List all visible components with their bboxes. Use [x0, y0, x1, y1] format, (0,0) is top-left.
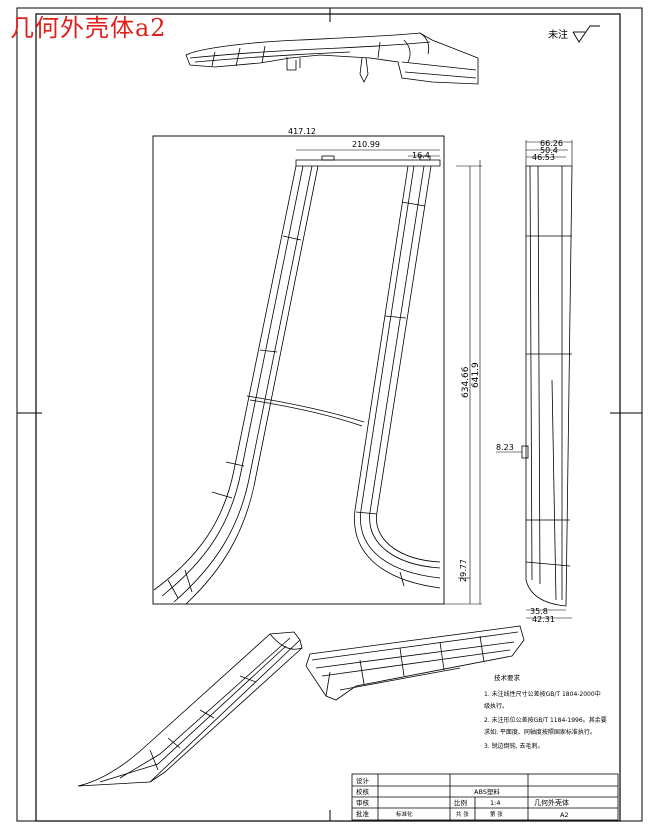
dim-side-bottom-inner: 35.8	[530, 607, 548, 616]
surface-finish-note: 未注	[548, 25, 600, 43]
technical-requirements: 技术要求 1. 未注线性尺寸公差按GB/T 1804-2000中 级执行。 2.…	[484, 673, 607, 750]
dim-bottom-offset: 29.77	[459, 559, 468, 582]
overlay-title: 几何外壳体a2	[10, 14, 167, 42]
tb-sheet-size: A2	[560, 811, 569, 819]
isometric-view-rail	[305, 625, 525, 701]
tech-req-item-2b: 求如: 平面度、同轴度按照国家标准执行。	[484, 728, 596, 736]
tb-sheet-count: 共 张	[456, 810, 469, 818]
top-view	[185, 32, 479, 85]
dim-height-outer: 634.66	[461, 366, 471, 398]
front-view-dimension-lines	[153, 135, 482, 605]
other-surfaces-roughness-icon	[572, 25, 600, 43]
tb-check-label: 校核	[356, 787, 370, 796]
tech-req-heading: 技术要求	[494, 673, 521, 682]
tb-material-label: ABS塑料	[474, 787, 500, 796]
dim-top-width: 210.99	[352, 140, 380, 149]
outer-border	[16, 7, 643, 822]
tb-scale-value: 1:4	[490, 799, 500, 807]
tech-req-item-3: 3. 锐边倒钝, 去毛刺。	[484, 742, 543, 750]
tb-review-label: 审核	[356, 798, 370, 807]
side-view: 66.26 50.4 46.53 8.23 35.8 42.31	[496, 139, 573, 624]
tb-design-label: 设计	[356, 776, 370, 785]
front-view: 417.12 210.99 16.4 634.66 641.9 29.77	[152, 127, 482, 605]
tb-scale-label: 比例	[454, 798, 467, 807]
surface-finish-label: 未注	[548, 28, 568, 41]
title-block: 设计 校核 审核 批准 ABS塑料 比例 1:4 几何外壳体 A2 标准化 共 …	[351, 773, 619, 821]
isometric-view-pillar	[77, 631, 303, 787]
tb-part-name: 几何外壳体	[534, 798, 569, 807]
front-view-bounding-frame	[152, 135, 445, 605]
center-marks	[17, 8, 642, 821]
tb-standard-label: 标准化	[396, 810, 413, 818]
tech-req-item-1b: 级执行。	[484, 702, 508, 710]
tb-approve-label: 批准	[356, 809, 370, 818]
tb-sheet-num: 第 张	[490, 810, 503, 818]
side-view-dimension-lines	[496, 140, 573, 619]
dim-tab-width: 16.4	[412, 151, 430, 160]
dim-side-bottom-outer: 42.31	[532, 615, 555, 624]
tech-req-item-2: 2. 未注形位公差按GB/T 1184-1996。其余要	[484, 716, 607, 724]
dim-side-notch: 8.23	[496, 443, 514, 452]
dim-side-depth-top: 66.26	[540, 139, 563, 148]
tech-req-item-1: 1. 未注线性尺寸公差按GB/T 1804-2000中	[484, 690, 601, 698]
dim-side-depth-mid: 50.4	[540, 146, 558, 155]
dim-height-inner: 641.9	[471, 362, 481, 388]
dim-overall-width: 417.12	[288, 127, 316, 136]
inner-frame	[35, 13, 621, 822]
dim-side-depth-inner: 46.53	[532, 153, 555, 162]
